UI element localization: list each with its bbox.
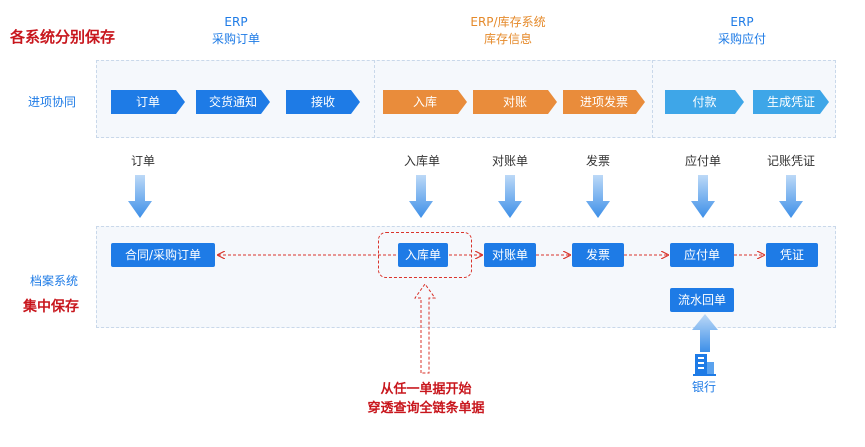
- down-arrow-icon: [409, 175, 433, 218]
- doc-label-payable: 应付单: [684, 154, 721, 168]
- system-header-line2: 库存信息: [483, 32, 532, 46]
- down-arrow-icon: [128, 175, 152, 218]
- caption-line1: 从任一单据开始: [380, 382, 472, 397]
- down-arrow-icon: [498, 175, 522, 218]
- down-arrow-icon: [586, 175, 610, 218]
- down-arrow-icon: [779, 175, 803, 218]
- step-delivery-notice: 交货通知: [196, 90, 270, 114]
- up-arrow-icon: [692, 314, 718, 352]
- archive-box-reconcile: 对账单: [484, 243, 536, 267]
- archive-box-payable: 应付单: [670, 243, 734, 267]
- doc-label-stock-in: 入库单: [403, 154, 440, 168]
- archive-box-stock-in: 入库单: [398, 243, 448, 267]
- panel-separator: [374, 60, 375, 138]
- doc-label-order: 订单: [130, 154, 155, 168]
- system-header-line1: ERP: [730, 15, 754, 29]
- system-header-line1: ERP: [224, 15, 248, 29]
- panel-separator: [652, 60, 653, 138]
- doc-label-invoice: 发票: [585, 154, 610, 168]
- system-header-inventory: ERP/库存系统 库存信息: [438, 14, 578, 48]
- archive-row-sublabel: 集中保存: [23, 299, 79, 315]
- archive-box-voucher: 凭证: [766, 243, 818, 267]
- system-header-erp-purchase: ERP 采购订单: [166, 14, 306, 48]
- step-input-invoice: 进项发票: [563, 90, 645, 114]
- step-reconcile: 对账: [473, 90, 557, 114]
- system-header-line1: ERP/库存系统: [470, 15, 546, 29]
- archive-box-bank-receipt: 流水回单: [670, 288, 734, 312]
- archive-row-label: 档案系统: [30, 274, 79, 288]
- down-arrow-icon: [691, 175, 715, 218]
- archive-box-contract-order: 合同/采购订单: [111, 243, 215, 267]
- system-header-line2: 采购应付: [717, 32, 766, 46]
- step-order: 订单: [111, 90, 185, 114]
- archive-box-invoice: 发票: [572, 243, 624, 267]
- doc-label-voucher: 记账凭证: [766, 154, 815, 168]
- up-arrow-icon: [414, 283, 436, 374]
- drilldown-caption: 从任一单据开始 穿透查询全链条单据: [326, 380, 526, 418]
- step-stock-in: 入库: [383, 90, 467, 114]
- diagram-title: 各系统分别保存: [10, 28, 116, 46]
- doc-label-reconcile: 对账单: [491, 154, 528, 168]
- step-receive: 接收: [286, 90, 360, 114]
- system-header-line2: 采购订单: [211, 32, 260, 46]
- caption-line2: 穿透查询全链条单据: [367, 401, 485, 416]
- bank-label: 银行: [692, 380, 717, 394]
- bank-icon: [693, 354, 716, 376]
- step-voucher: 生成凭证: [753, 90, 829, 114]
- system-header-erp-payable: ERP 采购应付: [672, 14, 812, 48]
- step-payment: 付款: [665, 90, 744, 114]
- process-row-label: 进项协同: [28, 95, 77, 109]
